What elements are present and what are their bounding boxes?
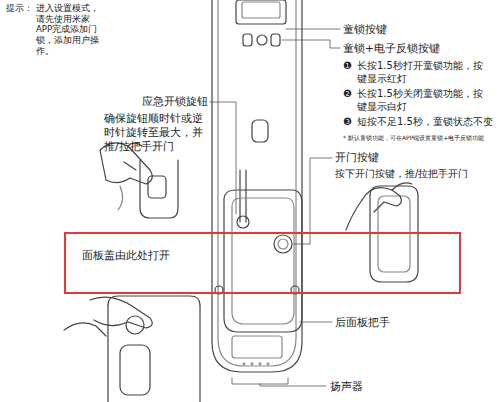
label-text: 开门按键: [335, 151, 379, 164]
label-text: 长按1.5秒关闭童锁功能，按键显示白灯: [357, 88, 489, 113]
label-text: 后面板把手: [335, 316, 390, 329]
callout-number: ❸: [343, 116, 356, 129]
label-text: 应急开锁旋钮: [96, 95, 208, 109]
label-text: 提示：: [6, 3, 38, 14]
label-text: 童锁+电子反锁按键: [343, 42, 440, 55]
label-text: 按下开门按键，推/拉把手开门: [335, 168, 468, 181]
box-text: 面板盖由此处打开: [80, 249, 172, 262]
callout-number: ❶: [343, 60, 356, 73]
label-text: 短按不足1.5秒，童锁状态不变: [357, 116, 497, 129]
label-text: 进入设置模式，请先使用米家APP完成添加门锁，添加用户操作。: [36, 3, 106, 56]
label-text: 扬声器: [330, 380, 363, 393]
highlight-box: 面板盖由此处打开: [64, 232, 461, 294]
callout-number: ❷: [343, 88, 356, 101]
lock-body: [212, 0, 302, 372]
label-text: * 默认童锁功能，可在APP端设置童锁+电子反锁功能: [343, 134, 498, 142]
label-text: 长按1.5秒打开童锁功能，按键显示红灯: [357, 60, 489, 85]
label-text: 确保旋钮顺时针或逆时针旋转至最大，并推/拉把手开门: [104, 112, 210, 153]
knob-figure: [100, 143, 178, 218]
pull-figure: [64, 296, 200, 402]
open-button: [274, 235, 292, 253]
label-text: 童锁按键: [343, 23, 387, 36]
